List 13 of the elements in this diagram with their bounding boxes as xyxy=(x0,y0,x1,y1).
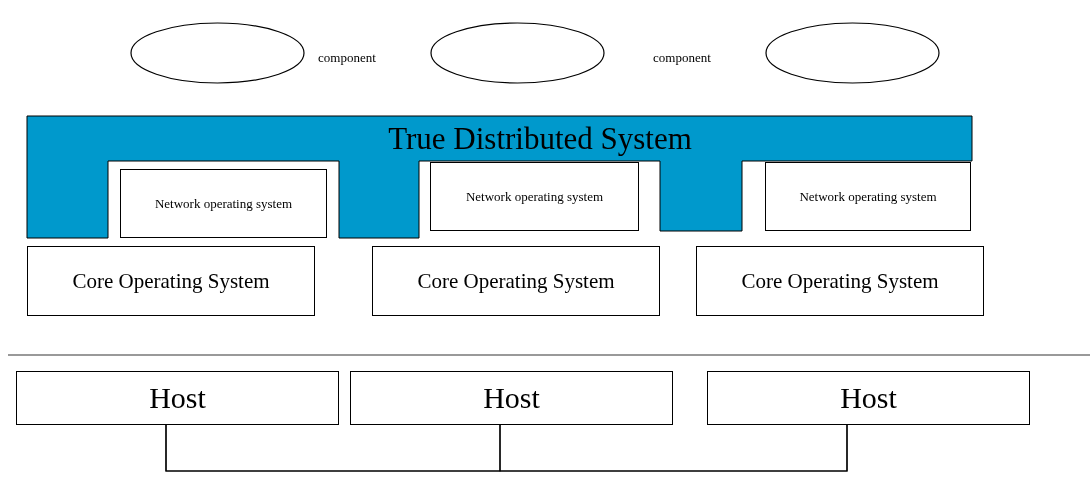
component-label: component xyxy=(653,50,711,66)
host-box: Host xyxy=(350,371,673,425)
component-label: component xyxy=(318,50,376,66)
network-os-box: Network operating system xyxy=(765,162,971,231)
network-os-box: Network operating system xyxy=(120,169,327,238)
core-os-box: Core Operating System xyxy=(372,246,660,316)
network-line xyxy=(499,424,848,472)
core-os-box: Core Operating System xyxy=(27,246,315,316)
host-box: Host xyxy=(707,371,1030,425)
core-os-box: Core Operating System xyxy=(696,246,984,316)
layer-title: True Distributed System xyxy=(387,120,693,158)
network-os-box: Network operating system xyxy=(430,162,639,231)
host-box: Host xyxy=(16,371,339,425)
